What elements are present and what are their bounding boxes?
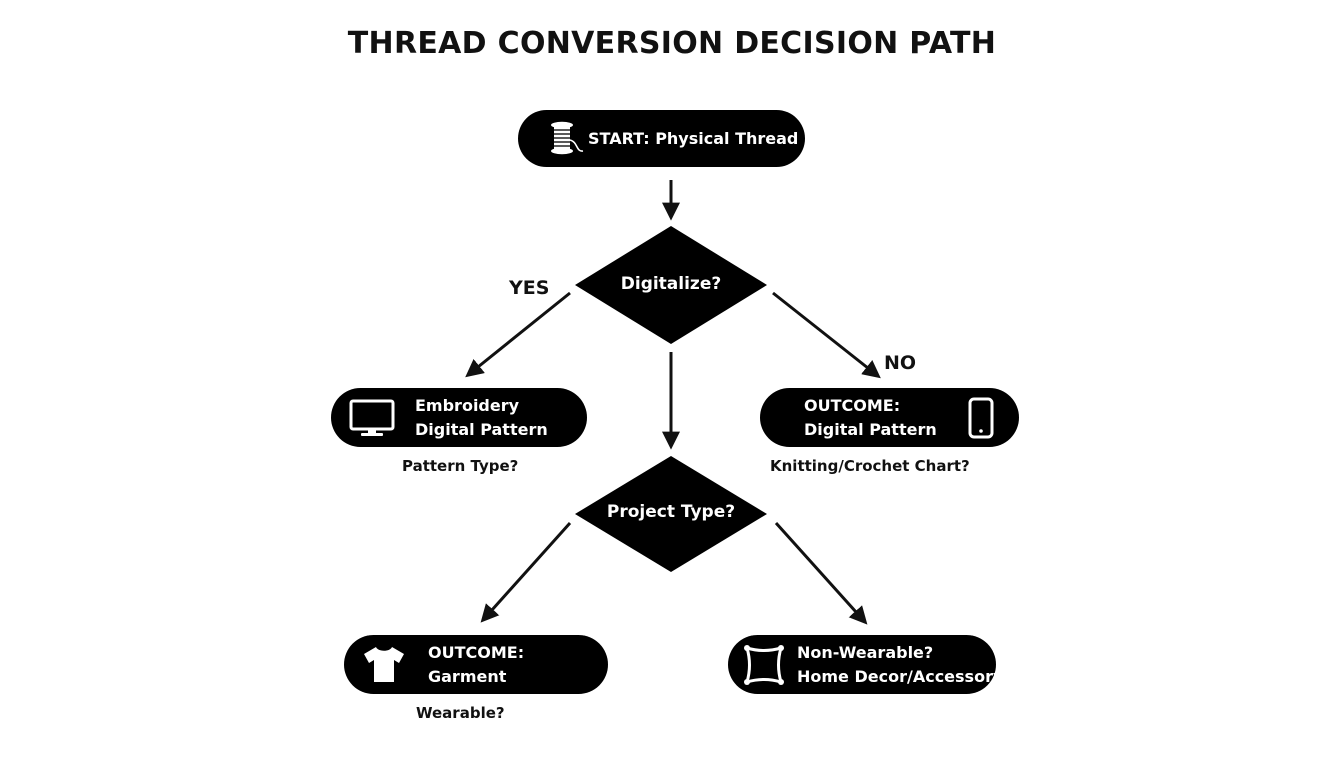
home-decor-line2: Home Decor/Accessory [797, 666, 1004, 686]
monitor-icon [349, 399, 395, 436]
branch-yes-label: YES [509, 277, 550, 299]
start-label: START: Physical Thread [588, 128, 799, 148]
branch-no-label: NO [884, 352, 917, 374]
embroidery-caption: Pattern Type? [402, 457, 519, 475]
start-node: START: Physical Thread [518, 110, 805, 167]
smartphone-icon [968, 397, 994, 439]
page-title: THREAD CONVERSION DECISION PATH [347, 26, 997, 61]
decision-digitalize-label: Digitalize? [620, 274, 722, 294]
garment-line2: Garment [428, 666, 507, 686]
pillow-icon [744, 645, 784, 685]
home-decor-node: Non-Wearable? Home Decor/Accessory [728, 635, 1003, 694]
garment-line1: OUTCOME: [428, 642, 525, 662]
arrow-yes-to-embroidery [465, 291, 571, 378]
arrow-no-to-knitting [772, 291, 881, 379]
embroidery-node: Embroidery Digital Pattern [331, 388, 587, 447]
decision-diamond-project-type [575, 456, 767, 572]
arrow-project-to-garment [480, 521, 572, 623]
embroidery-line1: Embroidery [415, 395, 520, 415]
decision-project-type-label: Project Type? [606, 502, 736, 522]
decision-diamond-digitalize [575, 226, 767, 344]
home-decor-line1: Non-Wearable? [797, 642, 934, 662]
arrow-project-to-home-decor [774, 521, 868, 625]
knitting-line2: Digital Pattern [804, 419, 937, 439]
spool-icon [551, 121, 584, 155]
knitting-caption: Knitting/Crochet Chart? [770, 457, 970, 475]
tshirt-icon [364, 647, 404, 682]
embroidery-line2: Digital Pattern [415, 419, 548, 439]
garment-node: OUTCOME: Garment [344, 635, 608, 694]
garment-caption: Wearable? [416, 704, 505, 722]
knitting-line1: OUTCOME: [804, 395, 901, 415]
knitting-node: OUTCOME: Digital Pattern [760, 388, 1019, 447]
